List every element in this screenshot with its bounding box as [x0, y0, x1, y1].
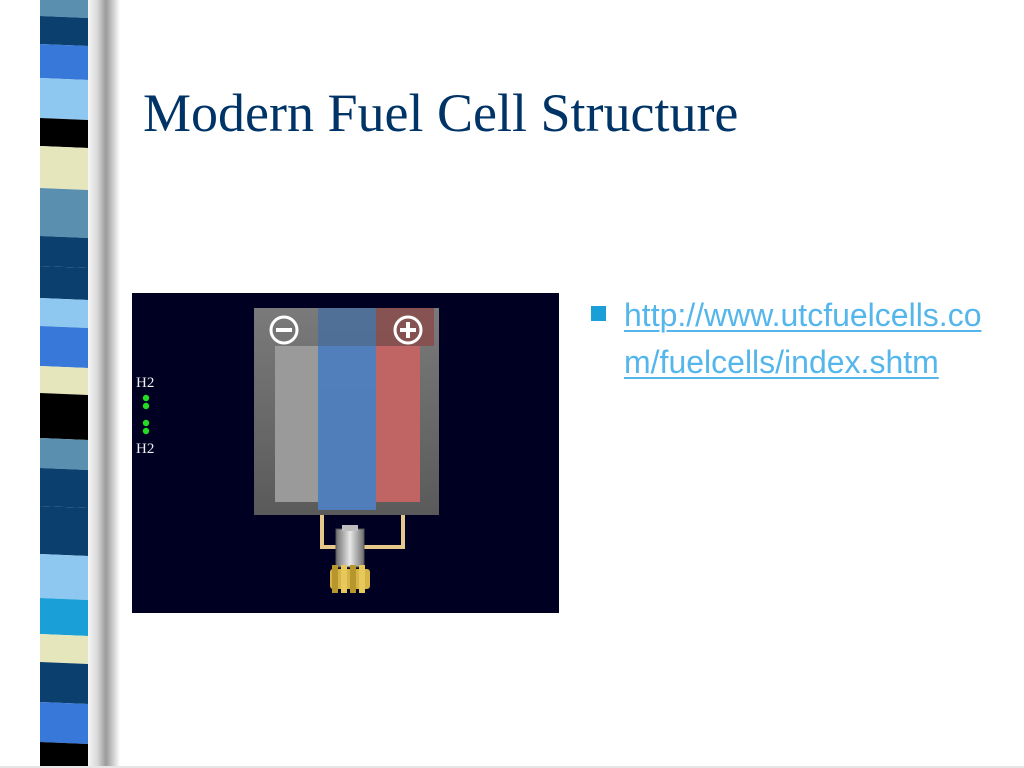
square-bullet-icon — [591, 306, 606, 321]
cathode-top — [376, 308, 434, 346]
electrolyte-membrane — [318, 346, 376, 510]
circuit-wire — [320, 515, 405, 549]
slide-title: Modern Fuel Cell Structure — [143, 83, 739, 143]
plus-icon — [393, 315, 423, 345]
motor-icon — [335, 528, 365, 568]
motor-cap — [342, 525, 358, 531]
anode-plate — [275, 346, 318, 502]
hydrogen-dot — [142, 427, 150, 435]
hydrogen-dot — [142, 402, 150, 410]
decorative-stripe-band — [40, 0, 120, 768]
utc-fuelcells-link[interactable]: http://www.utcfuelcells.com/fuelcells/in… — [624, 297, 982, 380]
gas-label-top: H2 — [136, 375, 154, 391]
bullet-item: http://www.utcfuelcells.com/fuelcells/in… — [591, 292, 1001, 386]
stripe-shadow — [85, 0, 120, 768]
minus-icon — [269, 315, 299, 345]
electrolyte-top — [318, 308, 376, 346]
gear-icon — [330, 565, 370, 593]
hydrogen-dot — [142, 419, 150, 427]
gas-label-bottom: H2 — [136, 441, 154, 457]
stripe-rows — [40, 0, 88, 768]
cathode-plate — [376, 346, 420, 502]
hydrogen-dot — [142, 394, 150, 402]
bottom-rule — [0, 766, 1024, 768]
fuel-cell-diagram: H2 H2 — [132, 293, 559, 613]
bullet-list: http://www.utcfuelcells.com/fuelcells/in… — [591, 292, 1001, 386]
